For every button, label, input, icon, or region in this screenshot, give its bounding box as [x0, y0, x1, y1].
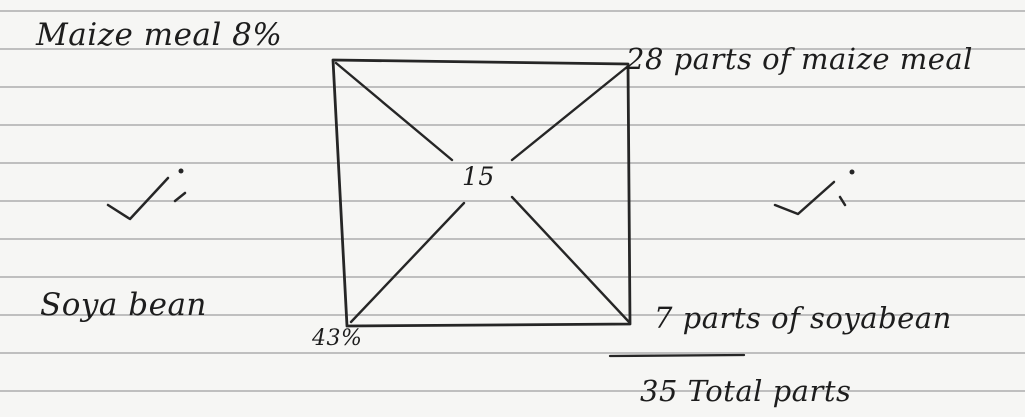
total-parts-result: 35 Total parts	[640, 374, 852, 408]
ruled-line	[0, 390, 1025, 392]
maize-meal-label: Maize meal 8%	[36, 17, 283, 53]
maize-parts-result: 28 parts of maize meal	[626, 42, 973, 76]
ruled-line	[0, 10, 1025, 12]
target-value: 15	[462, 162, 495, 191]
square-diagonal-bottom-right	[510, 195, 631, 324]
square-diagonal-top-right	[510, 65, 629, 162]
left-tick-dot-icon	[178, 168, 184, 174]
total-underline	[608, 353, 746, 358]
ruled-line	[0, 352, 1025, 354]
right-tick-mark-icon	[773, 180, 847, 216]
right-tick-dot-icon	[849, 169, 855, 175]
ruled-line	[0, 314, 1025, 316]
ruled-line	[0, 238, 1025, 240]
ruled-line	[0, 124, 1025, 126]
ruled-line	[0, 200, 1025, 202]
square-diagonal-bottom-left	[349, 201, 466, 324]
soya-bean-percent: 43%	[312, 326, 363, 351]
left-tick-mark-icon	[106, 176, 187, 221]
pearson-square	[331, 58, 632, 328]
ruled-line	[0, 162, 1025, 164]
square-diagonal-top-left	[334, 61, 454, 162]
soya-parts-result: 7 parts of soyabean	[654, 301, 952, 335]
ruled-line	[0, 86, 1025, 88]
ruled-line	[0, 48, 1025, 50]
ruled-line	[0, 276, 1025, 278]
soya-bean-label: Soya bean	[40, 287, 207, 323]
